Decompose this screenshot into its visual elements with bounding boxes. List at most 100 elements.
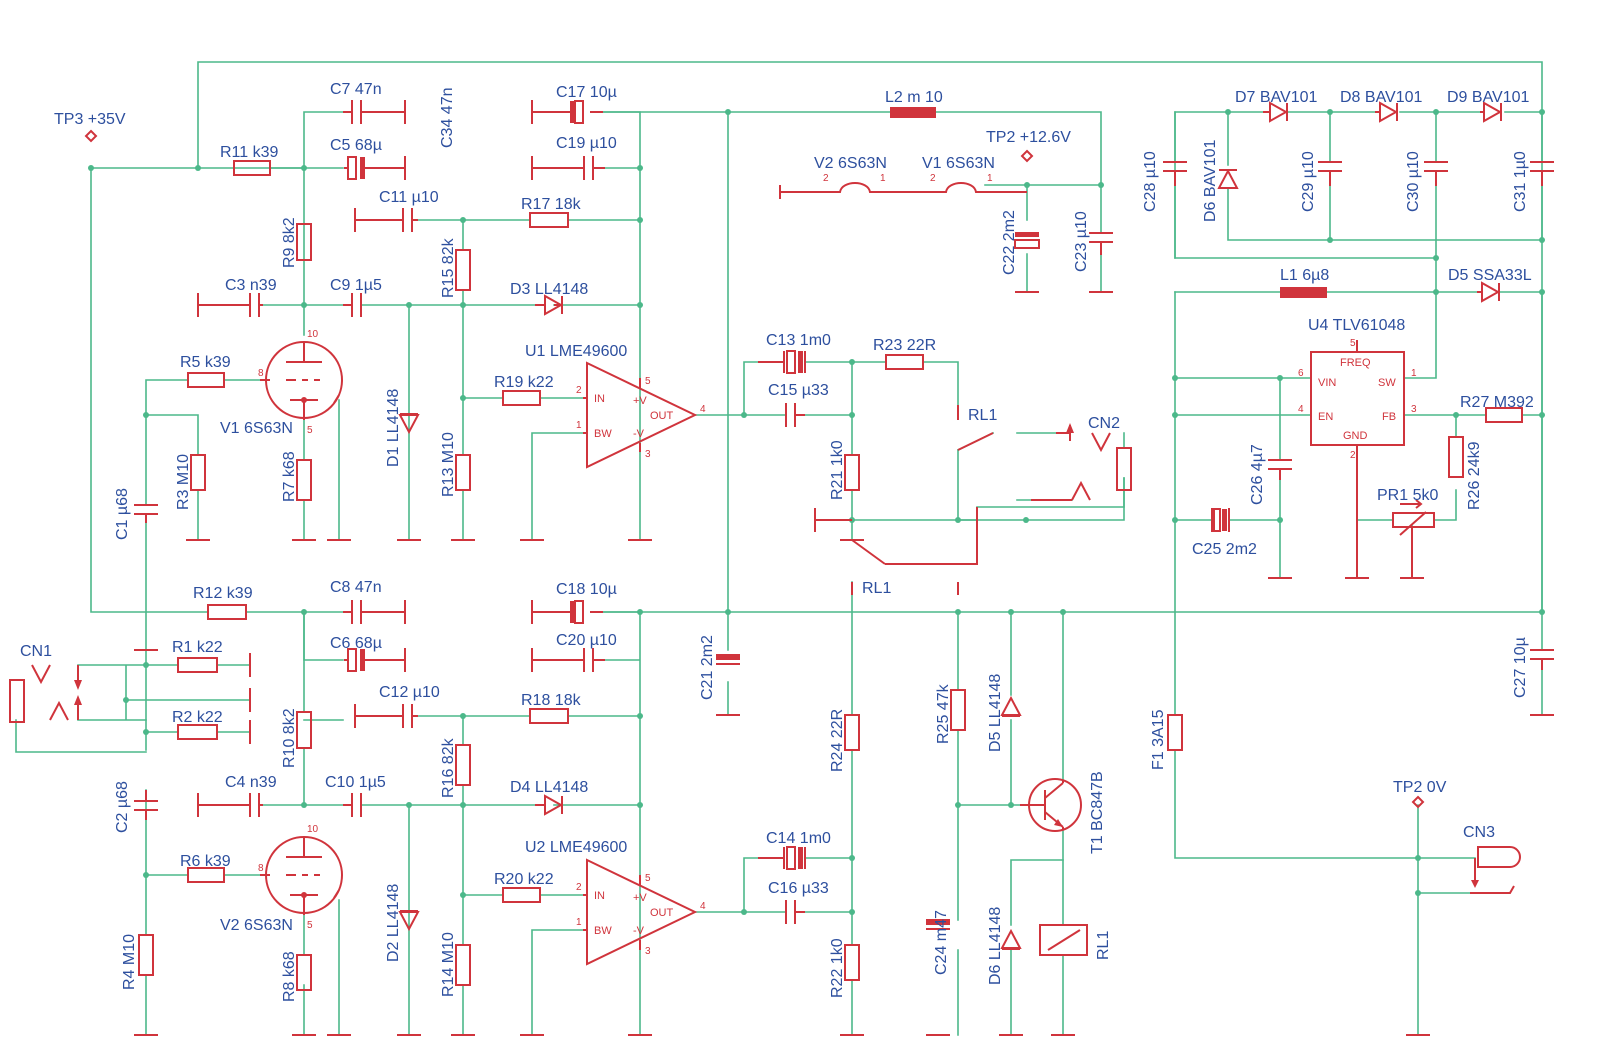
d3-label: D3 LL4148 [510, 281, 588, 298]
u4-pin-sw: SW [1378, 377, 1396, 389]
c20-symbol [531, 648, 605, 672]
d5b-label: D5 LL4148 [987, 674, 1004, 752]
c19-label: C19 µ10 [556, 135, 617, 152]
r13-label: R13 M10 [440, 432, 457, 497]
u4-pin-freq: FREQ [1340, 357, 1371, 369]
v1-tube-symbol [260, 341, 343, 420]
c18-symbol [574, 600, 584, 624]
d2-label: D2 LL4148 [385, 884, 402, 962]
u4-label: U4 TLV61048 [1308, 317, 1405, 334]
r11-symbol [233, 160, 271, 176]
d5a-label: D5 SSA33L [1448, 267, 1532, 284]
r24-label: R24 22R [829, 709, 846, 772]
u2-pin-vminus: -V [633, 925, 645, 937]
u2-pin-vplus: +V [633, 892, 647, 904]
u4-pin-4: 4 [1298, 404, 1304, 415]
u1-symbol [583, 361, 698, 469]
u1-pin-vplus: +V [633, 395, 647, 407]
c30-symbol [1424, 161, 1448, 186]
c12-symbol [354, 704, 418, 728]
c9-symbol [343, 293, 362, 317]
c21-label: C21 2m2 [699, 635, 716, 700]
c28-label: C28 µ10 [1142, 151, 1159, 212]
heater-v1-label: V1 6S63N [922, 155, 995, 172]
r23-symbol [885, 354, 924, 370]
u4-pin-2: 2 [1350, 450, 1356, 461]
v1-pin-5: 5 [307, 425, 313, 436]
l2-symbol [890, 107, 936, 118]
r15-label: R15 82k [440, 237, 457, 298]
c23-label: C23 µ10 [1073, 211, 1090, 272]
r7-symbol [296, 459, 312, 501]
heater-v2-label: V2 6S63N [814, 155, 887, 172]
r4-symbol [138, 934, 154, 976]
r8-label: R8 k68 [281, 951, 298, 1002]
c1-label: C1 µ68 [114, 488, 131, 540]
u2-pin-4: 4 [700, 901, 706, 912]
v2-label: V2 6S63N [220, 917, 293, 934]
d6a-symbol [1217, 168, 1239, 189]
cn2-symbol [1031, 423, 1132, 501]
c18-label: C18 10µ [556, 581, 617, 598]
t1-symbol [1020, 778, 1082, 832]
v1-pin-8: 8 [258, 368, 264, 379]
u2-pin-1: 1 [576, 917, 582, 928]
c25-label: C25 2m2 [1192, 541, 1257, 558]
c7-symbol [343, 100, 406, 124]
r12-symbol [207, 604, 247, 620]
rl1-label-mid: RL1 [862, 580, 891, 597]
r14-label: R14 M10 [440, 932, 457, 997]
u4-pin-1: 1 [1411, 368, 1417, 379]
tp2-0v-symbol [1411, 795, 1425, 809]
r10-symbol [296, 711, 312, 749]
r5-label: R5 k39 [180, 354, 231, 371]
d9-symbol [1480, 101, 1503, 123]
c17-wires [531, 100, 603, 124]
r26-label: R26 24k9 [1466, 441, 1483, 510]
heater-v1-pin-1: 1 [987, 173, 993, 184]
u1-pin-out: OUT [650, 410, 674, 422]
d6b-label: D6 LL4148 [987, 907, 1004, 985]
component-symbols [9, 100, 1554, 1036]
v2-pin-8: 8 [258, 863, 264, 874]
d5b-symbol [1000, 695, 1022, 717]
c8-label: C8 47n [330, 579, 382, 596]
r19-symbol [502, 390, 541, 406]
heater-v1-pin-2: 2 [930, 173, 936, 184]
heater-v2-pin-2: 2 [823, 173, 829, 184]
v2-pin-5: 5 [307, 920, 313, 931]
r9-label: R9 8k2 [281, 217, 298, 268]
u2-pin-bw: BW [594, 925, 612, 937]
r6-symbol [187, 867, 225, 883]
f1-label: F1 3A15 [1150, 709, 1167, 770]
rl1-coil-symbol [1039, 924, 1088, 956]
d7-label: D7 BAV101 [1235, 89, 1318, 106]
c12-label: C12 µ10 [379, 684, 440, 701]
rl1-label-coil: RL1 [1095, 931, 1112, 960]
c3-symbol [197, 293, 263, 317]
c30-label: C30 µ10 [1405, 151, 1422, 212]
d4-symbol [535, 794, 564, 816]
r20-label: R20 k22 [494, 871, 554, 888]
c28-symbol [1163, 161, 1187, 186]
d6b-symbol [1000, 928, 1022, 950]
r2-symbol [177, 724, 218, 740]
c6-symbol [347, 648, 357, 672]
d1-symbol [398, 413, 420, 435]
c14-symbol [786, 846, 796, 870]
f1-symbol [1167, 714, 1183, 751]
u1-label: U1 LME49600 [525, 343, 627, 360]
cn1-symbol [9, 664, 82, 723]
junction-dots [88, 109, 1545, 915]
c29-label: C29 µ10 [1300, 151, 1317, 212]
u2-label: U2 LME49600 [525, 839, 627, 856]
c14-label: C14 1m0 [766, 830, 831, 847]
r26-symbol [1448, 436, 1464, 478]
v2-pin-10: 10 [307, 824, 319, 835]
c27-symbol [1530, 649, 1554, 716]
c26-label: C26 4µ7 [1249, 444, 1266, 505]
u4-pin-gnd: GND [1343, 430, 1368, 442]
r27-symbol [1485, 407, 1523, 423]
r22-symbol [844, 944, 860, 981]
heaters-symbol [831, 182, 1027, 193]
